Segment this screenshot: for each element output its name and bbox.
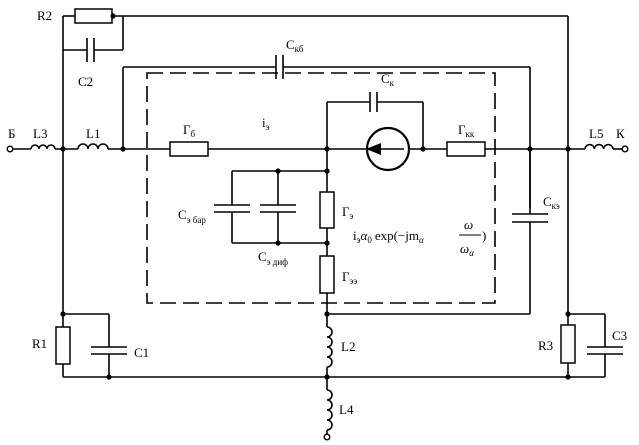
svg-text:ω: ω: [464, 217, 473, 232]
resistor-r1: [55, 326, 71, 365]
resistor-re: [319, 191, 335, 229]
svg-text:ωα: ωα: [460, 241, 474, 258]
resistor-rb: [169, 141, 209, 157]
capacitor-cke: [327, 149, 548, 315]
label-collector: К: [616, 126, 625, 141]
label-cebar: Сэ бар: [178, 207, 206, 225]
transistor-boundary: [146, 72, 496, 304]
resistor-rkk: [446, 141, 486, 157]
label-r1: R1: [32, 336, 47, 351]
inductor-l2: [326, 326, 333, 368]
resistor-r3: [560, 324, 576, 364]
inductor-l5: [584, 143, 614, 150]
label-rkk: Гкк: [458, 122, 475, 139]
inductor-l1: [77, 143, 109, 150]
label-ie: iэ: [262, 115, 270, 132]
emitter-capacitors: [214, 170, 327, 244]
label-ree: Гээ: [342, 269, 357, 286]
base-terminal: [6, 145, 14, 153]
label-r3: R3: [538, 338, 553, 353]
capacitor-ckb: [122, 55, 531, 208]
inductor-l3: [30, 144, 56, 150]
inductor-l4: [326, 389, 333, 431]
r1-c1-network: [55, 149, 127, 377]
current-generator: [365, 126, 411, 172]
label-cke: Скэ: [543, 194, 560, 211]
resistor-r2: [74, 8, 113, 24]
label-c2: C2: [78, 74, 93, 89]
label-l2: L2: [341, 339, 355, 354]
emitter-branch: [319, 149, 335, 434]
capacitor-ck: [326, 92, 424, 149]
label-base: Б: [8, 126, 15, 141]
label-rb: Гб: [183, 122, 196, 139]
label-l3: L3: [33, 126, 47, 141]
label-r2: R2: [37, 8, 52, 23]
svg-text:): ): [482, 228, 486, 243]
label-c1: C1: [134, 345, 149, 360]
label-re: Гэ: [342, 204, 354, 221]
label-l1: L1: [86, 126, 100, 141]
collector-terminal: [621, 145, 629, 153]
label-l5: L5: [589, 126, 603, 141]
resistor-ree: [319, 255, 335, 294]
label-ck: Ск: [381, 71, 395, 88]
label-l4: L4: [339, 402, 354, 417]
label-ckb: Скб: [286, 37, 304, 54]
label-c3: C3: [612, 328, 627, 343]
r2-c2-network: [62, 8, 569, 325]
label-cedif: Сэ диф: [258, 249, 288, 267]
junction-dots: [60, 13, 571, 380]
emitter-terminal: [323, 433, 331, 441]
r3-c3-network: [560, 313, 623, 377]
